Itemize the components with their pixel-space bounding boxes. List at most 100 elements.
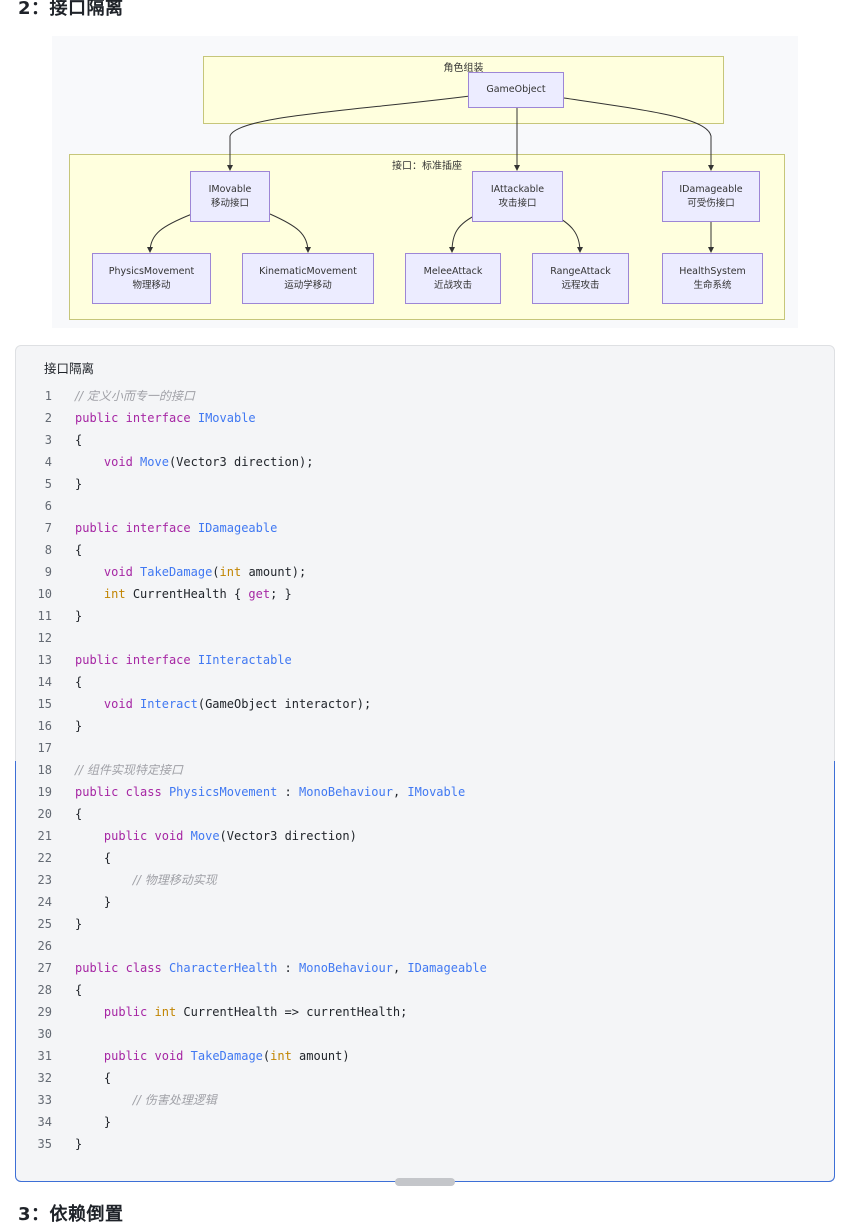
code-token: PhysicsMovement <box>168 785 278 799</box>
code-line: 12 <box>16 627 834 649</box>
line-number: 27 <box>37 961 52 975</box>
code-text: } <box>75 1115 112 1129</box>
code-line: 9 void TakeDamage(int amount); <box>16 561 834 583</box>
resize-handle[interactable] <box>395 1178 455 1186</box>
code-line: 16} <box>16 715 834 737</box>
line-content: // 定义小而专一的接口 <box>75 385 195 407</box>
line-number: 32 <box>37 1071 52 1085</box>
line-number: 3 <box>44 433 52 447</box>
code-line: 18// 组件实现特定接口 <box>16 759 834 781</box>
cluster-character-assembly: 角色组装 <box>203 56 724 124</box>
line-number: 23 <box>37 873 52 887</box>
code-text <box>191 521 198 535</box>
edge-imovable-physics <box>147 213 193 253</box>
code-line: 30 <box>16 1023 834 1045</box>
code-text: ( <box>212 565 220 579</box>
cluster-title: 接口：标准插座 <box>392 161 462 172</box>
mermaid-diagram: 角色组装 接口：标准插座 GameObject IMovable 移动接口 IA… <box>52 36 798 328</box>
code-text: CurrentHealth => currentHealth; <box>176 1005 408 1019</box>
node-sublabel: 远程攻击 <box>561 279 600 291</box>
code-line: 25} <box>16 913 834 935</box>
diagram-edges <box>147 95 714 253</box>
code-token: interface <box>125 653 191 667</box>
node-label: HealthSystem <box>679 265 746 277</box>
code-comment: // 伤害处理逻辑 <box>132 1093 217 1107</box>
code-text <box>183 1049 190 1063</box>
code-line: 26 <box>16 935 834 957</box>
code-line: 35} <box>16 1133 834 1155</box>
line-content: public interface IDamageable <box>75 517 277 539</box>
line-number: 19 <box>37 785 52 799</box>
line-content: public int CurrentHealth => currentHealt… <box>75 1001 407 1023</box>
code-line: 34 } <box>16 1111 834 1133</box>
section-heading-interface-segregation: 2：接口隔离 <box>18 0 124 19</box>
node-label: GameObject <box>486 84 546 95</box>
line-content: void Move(Vector3 direction); <box>75 451 314 473</box>
node-physics-movement: PhysicsMovement 物理移动 <box>92 253 211 304</box>
code-token: public <box>75 785 119 799</box>
code-line: 22 { <box>16 847 834 869</box>
node-sublabel: 移动接口 <box>210 197 249 209</box>
line-content: // 物理移动实现 <box>75 869 217 891</box>
code-block-title: 接口隔离 <box>44 361 95 376</box>
node-sublabel: 可受伤接口 <box>687 197 735 209</box>
code-token: MonoBehaviour <box>299 785 393 799</box>
code-text <box>133 565 140 579</box>
code-token: IMovable <box>197 411 256 425</box>
line-number: 29 <box>37 1005 52 1019</box>
code-line: 14{ <box>16 671 834 693</box>
code-text <box>147 1049 154 1063</box>
code-token: interface <box>125 411 191 425</box>
line-content: } <box>75 605 82 627</box>
line-number: 4 <box>44 455 52 469</box>
line-content: } <box>75 473 82 495</box>
code-comment: // 物理移动实现 <box>132 873 217 887</box>
line-content: } <box>75 891 111 913</box>
code-token: public <box>103 1005 148 1019</box>
line-content: { <box>75 847 111 869</box>
line-content: void TakeDamage(int amount); <box>75 561 306 583</box>
code-text <box>162 961 169 975</box>
code-text: } <box>75 1137 83 1151</box>
code-line: 24 } <box>16 891 834 913</box>
line-number: 30 <box>37 1027 52 1041</box>
line-number: 21 <box>37 829 52 843</box>
edge-gameobject-imovable <box>227 95 471 171</box>
code-token: Interact <box>140 697 198 711</box>
code-token: public <box>75 653 119 667</box>
code-token: CharacterHealth <box>168 961 278 975</box>
node-range-attack: RangeAttack 远程攻击 <box>532 253 629 304</box>
code-line: 11} <box>16 605 834 627</box>
code-text <box>75 873 133 887</box>
code-token: MonoBehaviour <box>299 961 393 975</box>
code-text: } <box>75 477 83 491</box>
code-text: { <box>75 433 83 447</box>
line-number: 33 <box>37 1093 52 1107</box>
line-number: 9 <box>44 565 52 579</box>
code-text: : <box>277 785 300 799</box>
code-text: amount) <box>291 1049 350 1063</box>
section-heading-dependency-inversion: 3：依赖倒置 <box>18 1204 124 1225</box>
code-text <box>75 1005 104 1019</box>
line-number: 16 <box>37 719 52 733</box>
node-sublabel: 运动学移动 <box>284 279 332 291</box>
code-line: 15 void Interact(GameObject interactor); <box>16 693 834 715</box>
node-idamageable: IDamageable 可受伤接口 <box>662 171 760 222</box>
line-number: 1 <box>44 389 52 403</box>
code-token: int <box>103 587 126 601</box>
node-label: KinematicMovement <box>259 265 357 277</box>
code-line: 20{ <box>16 803 834 825</box>
code-token: interface <box>125 521 191 535</box>
line-content: { <box>75 803 82 825</box>
line-content: } <box>75 1111 111 1133</box>
line-number: 24 <box>37 895 52 909</box>
code-text: ; } <box>270 587 292 601</box>
code-line: 3{ <box>16 429 834 451</box>
code-text: { <box>75 675 83 689</box>
code-text: amount); <box>241 565 307 579</box>
code-comment: // 组件实现特定接口 <box>75 763 183 777</box>
code-token: public <box>103 1049 148 1063</box>
